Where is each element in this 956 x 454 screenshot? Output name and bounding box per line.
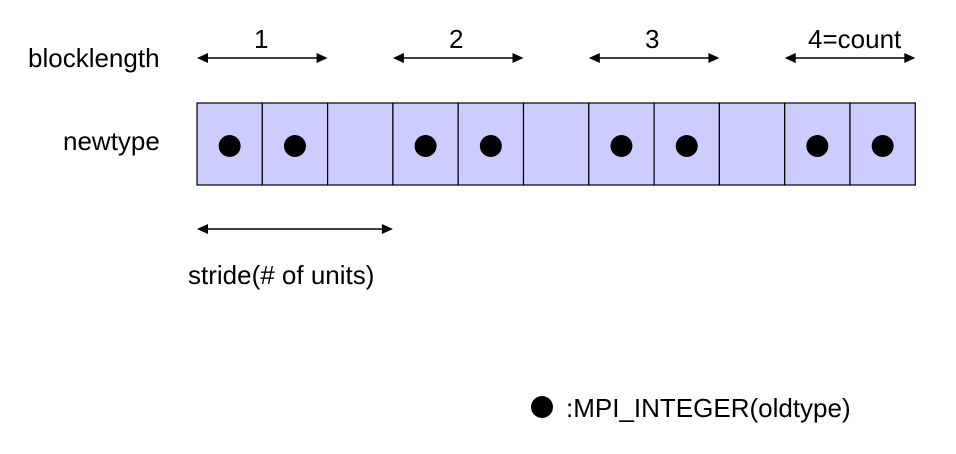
blocklength-arrow (784, 53, 916, 63)
stride-label: stride(# of units) (188, 260, 375, 290)
newtype-cell (327, 102, 394, 186)
legend-dot-icon (531, 396, 553, 418)
integer-dot-icon (806, 135, 829, 157)
stride-arrow (197, 224, 393, 234)
newtype-cell (522, 102, 590, 186)
blocklength-arrow (197, 53, 328, 63)
integer-dot-icon (414, 135, 437, 157)
newtype-cell (849, 102, 916, 186)
legend-label: :MPI_INTEGER(oldtype) (566, 393, 851, 423)
block-label-2: 2 (449, 24, 464, 54)
integer-dot-icon (675, 135, 698, 157)
arrows (197, 53, 916, 234)
integer-dot-icon (479, 135, 502, 157)
blocklength-arrow (392, 53, 524, 63)
newtype-cells (196, 102, 916, 186)
blocklength-arrow (588, 53, 720, 63)
blocklength-label: blocklength (28, 43, 160, 73)
integer-dot-icon (871, 135, 894, 157)
newtype-label: newtype (63, 126, 160, 156)
block-label-1: 1 (254, 24, 269, 54)
integer-dot-icon (283, 135, 306, 157)
newtype-cell (718, 102, 786, 186)
block-label-3: 3 (645, 24, 660, 54)
integer-dot-icon (610, 135, 633, 157)
integer-dot-icon (218, 135, 241, 157)
block-label-4: 4=count (808, 24, 902, 54)
